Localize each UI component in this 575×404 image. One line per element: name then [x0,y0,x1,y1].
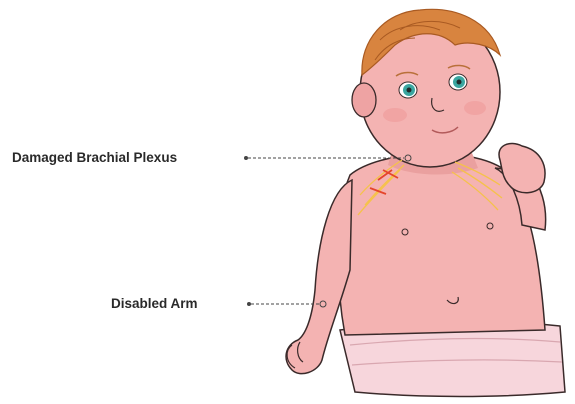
cheek-left [383,108,407,122]
pointer-dot-icon [244,156,248,160]
brachial-plexus-label: Damaged Brachial Plexus [12,150,177,165]
disabled-arm-label: Disabled Arm [111,296,198,311]
right-pupil [457,80,462,85]
ear [352,83,376,117]
disabled-arm [286,180,352,374]
cheek-right [464,101,486,115]
pointer-dot-icon [247,302,251,306]
left-pupil [407,88,412,93]
